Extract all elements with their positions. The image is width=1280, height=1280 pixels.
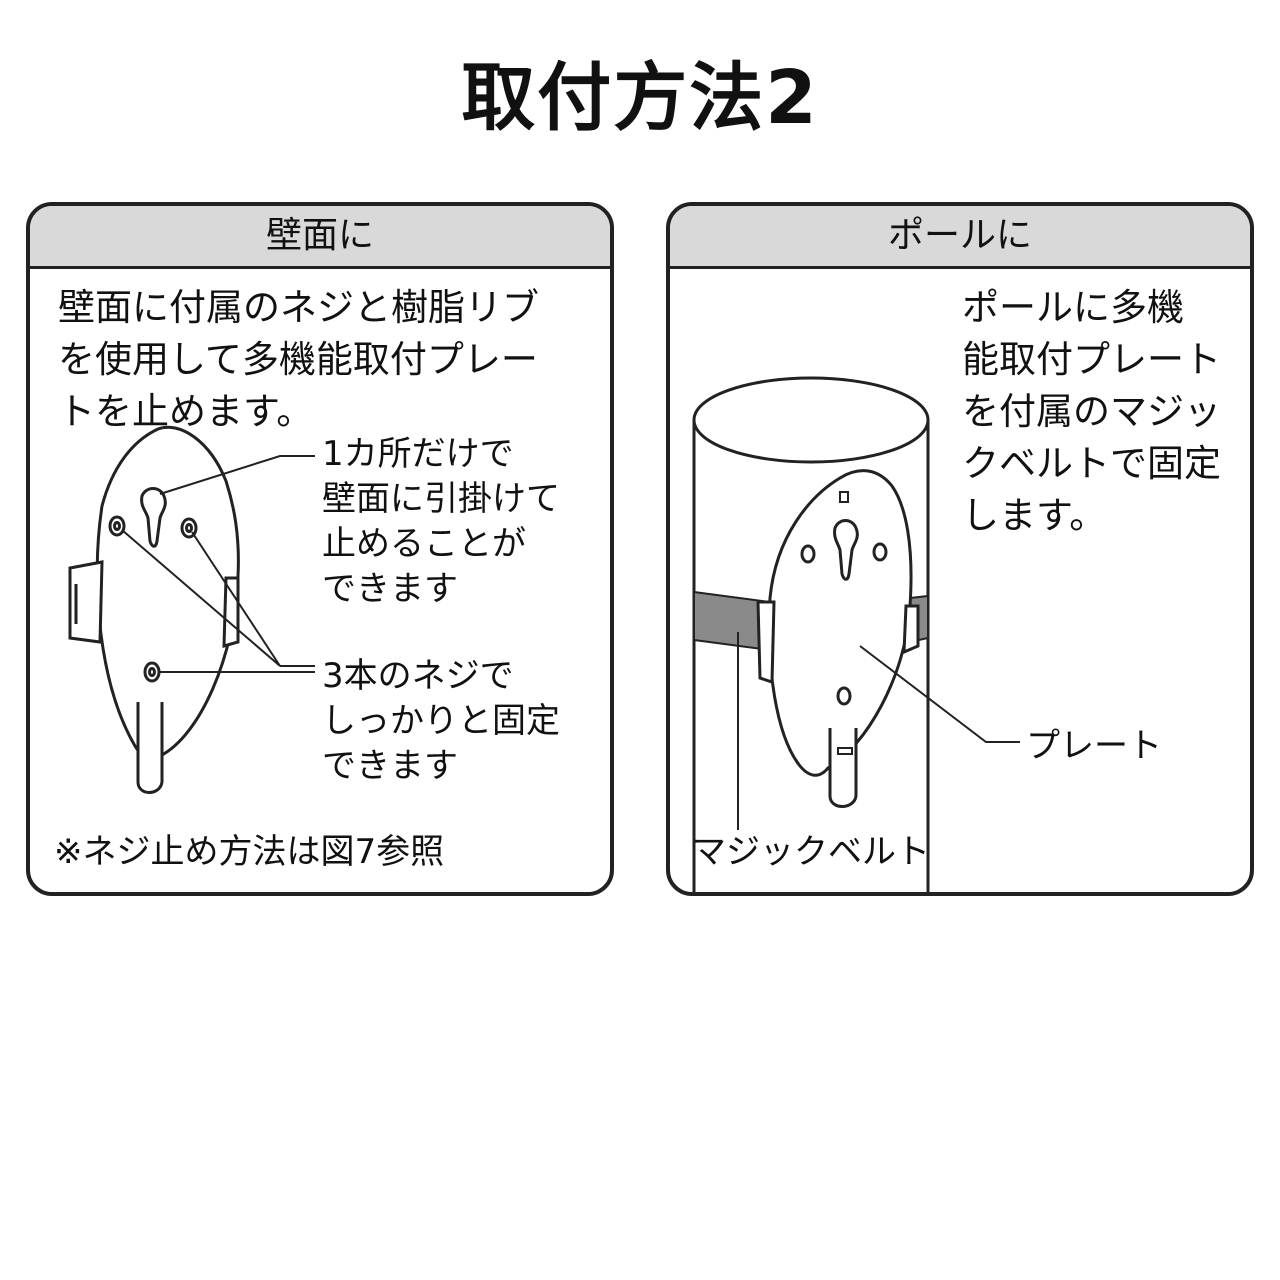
wall-plate-bottom-tab	[136, 702, 164, 794]
pole-screw-hole-left	[800, 544, 816, 564]
pole-plate-left-ear	[756, 600, 776, 685]
pole-plate-hook-slot	[833, 519, 859, 581]
page-title: 取付方法2	[461, 55, 819, 141]
pole-illustration	[692, 376, 1020, 892]
pole	[692, 376, 930, 892]
screw-note: ※ネジ止め方法は図7参照	[54, 832, 445, 872]
wall-description: 壁面に付属のネジと樹脂リブ を使用して多機能取付プレー トを止めます。	[58, 286, 539, 433]
pole-description: ポールに多機 能取付プレート を付属のマジッ クベルトで固定 します。	[962, 286, 1221, 537]
wall-panel-header: 壁面に	[30, 206, 610, 269]
belt-label: マジックベルト	[692, 832, 930, 872]
plate-label: プレート	[1026, 726, 1162, 766]
wall-mount-panel: 壁面に 壁面に付属のネジと樹脂リブ を使用して多機能取付プレー トを止めます。	[26, 202, 614, 896]
pole-screw-hole-right	[872, 542, 888, 562]
wall-plate-illustration	[68, 425, 315, 794]
wall-plate-hook-slot	[140, 487, 167, 548]
pole-screw-hole-bottom	[836, 686, 852, 706]
pole-plate	[756, 469, 920, 808]
wall-callout-lines	[121, 455, 315, 673]
screws-callout: 3本のネジで しっかりと固定 できます	[322, 656, 560, 786]
pole-panel-header: ポールに	[670, 206, 1250, 269]
pole-plate-right-ear	[902, 604, 920, 655]
wall-plate-body	[95, 425, 240, 764]
pole-plate-bottom-tab	[828, 728, 858, 808]
wall-plate-right-ear	[222, 576, 240, 649]
hook-callout: 1カ所だけで 壁面に引掛けて 止めることが できます	[322, 434, 560, 609]
wall-plate-left-ear	[68, 560, 104, 644]
pole-mount-panel: ポールに ポールに多機 能取付プレート を付属のマジッ クベルトで固定 します。	[666, 202, 1254, 896]
pole-callout-lines	[737, 632, 1020, 830]
